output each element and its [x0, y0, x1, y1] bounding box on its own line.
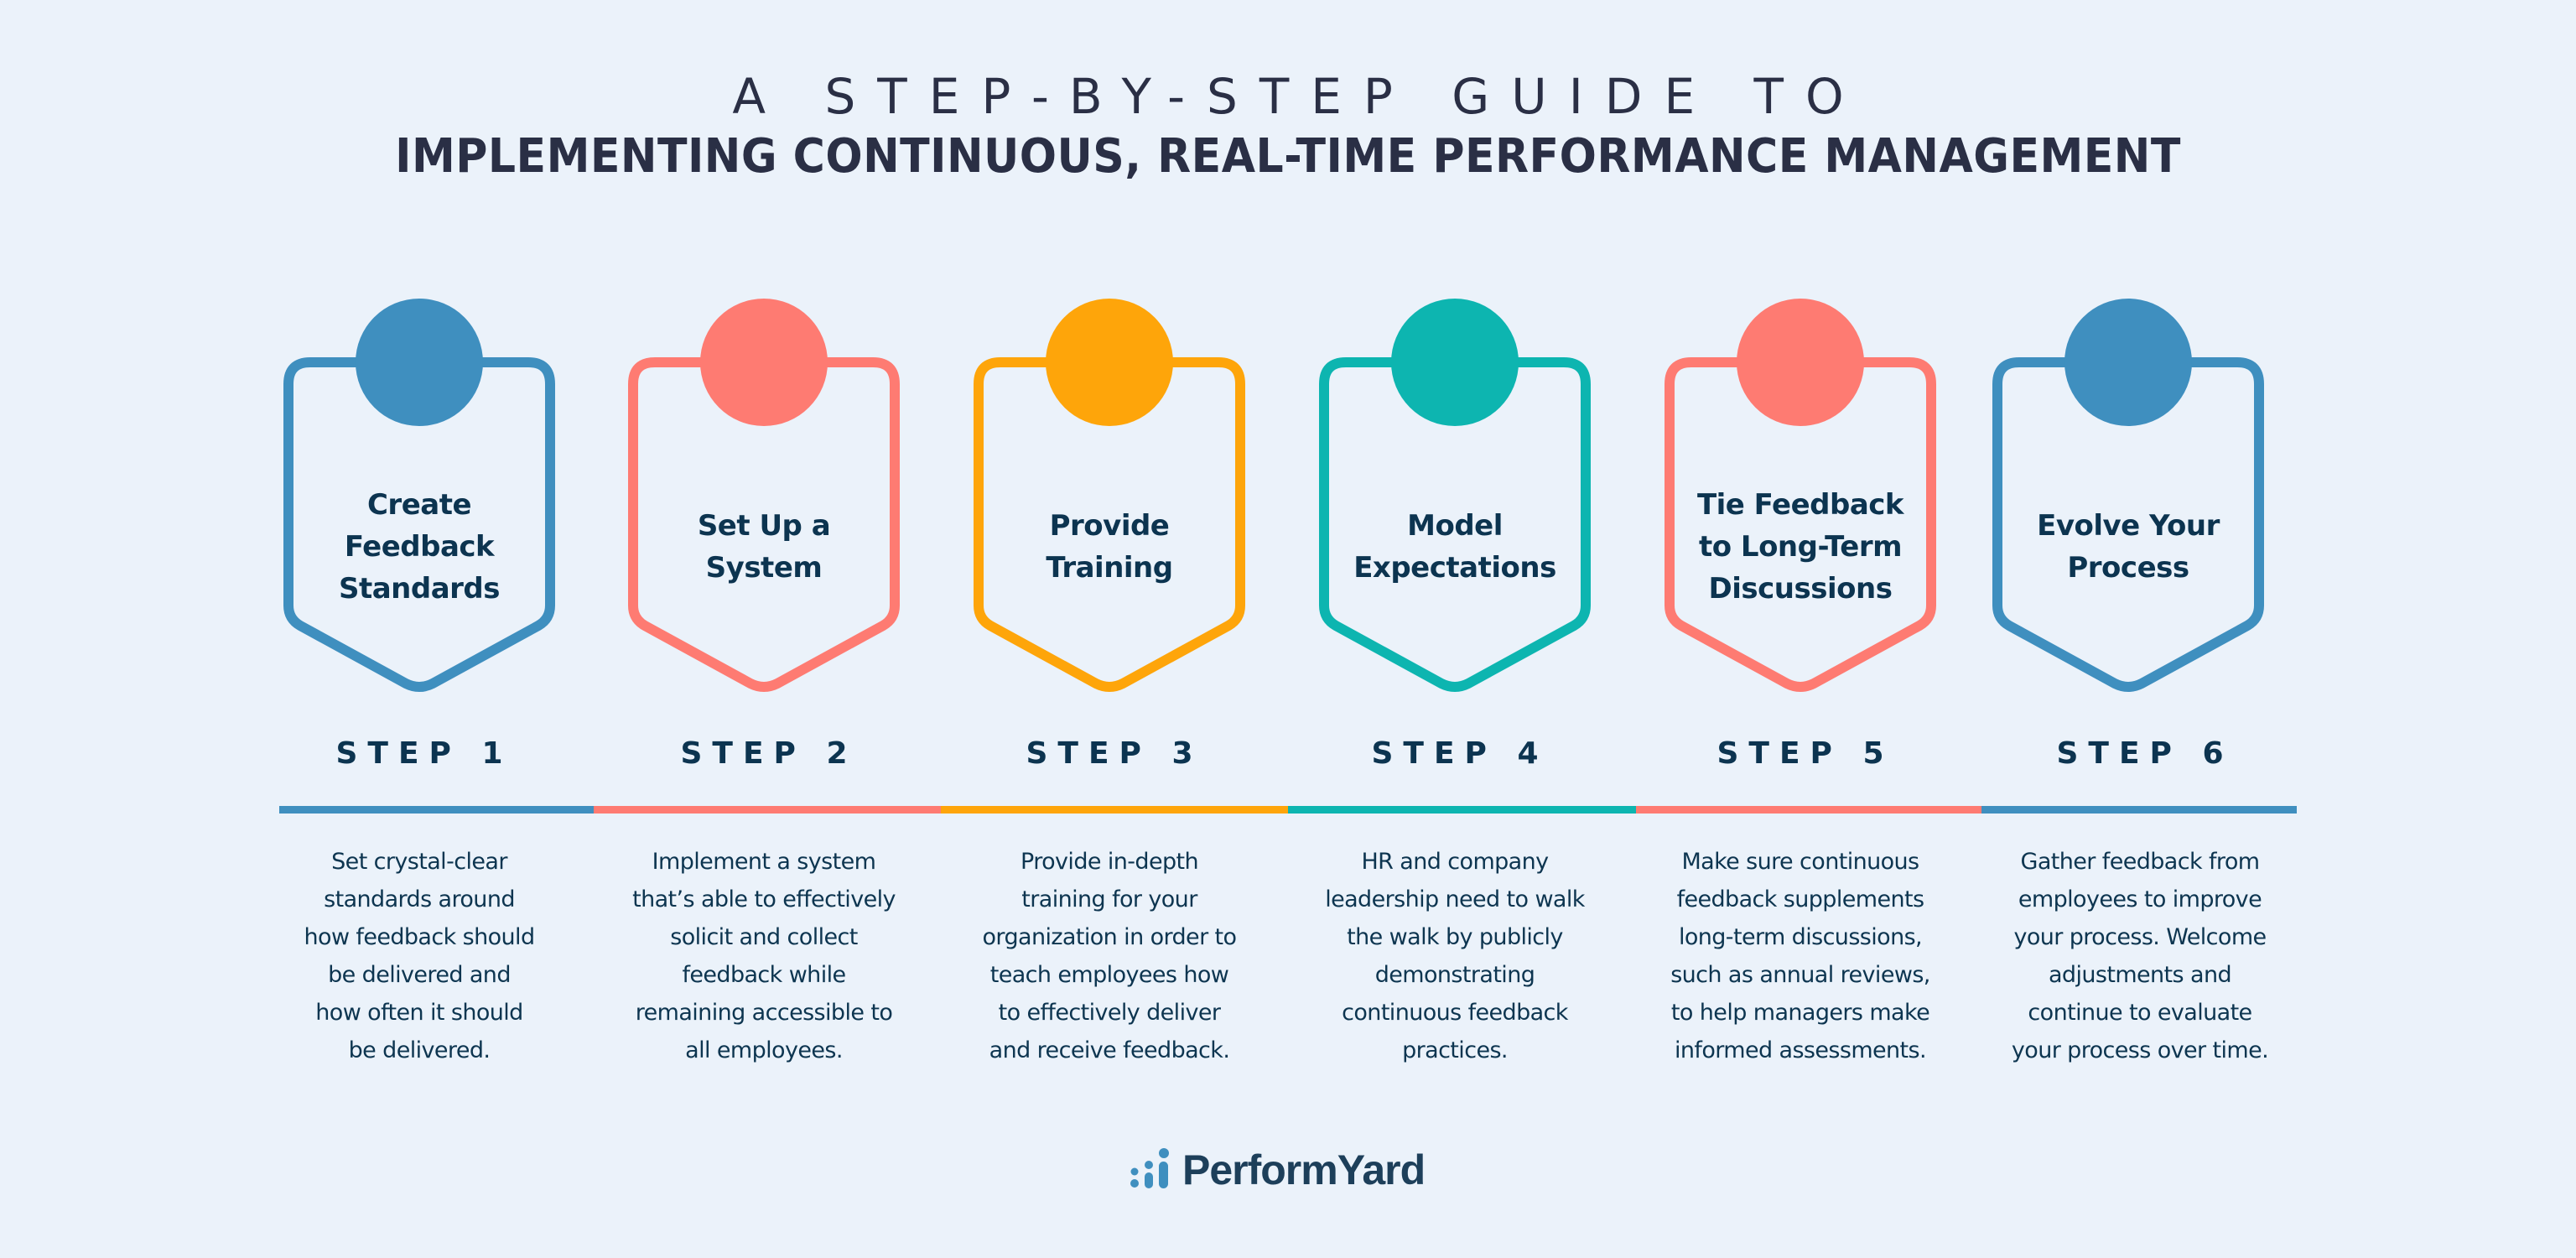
step-card-6: Evolve Your Process	[1986, 295, 2271, 706]
pentagon-badge-shape	[1992, 299, 2264, 692]
step-circle-icon	[700, 299, 828, 426]
step-circle-icon	[1391, 299, 1519, 426]
pentagon-badge-shape	[1319, 299, 1591, 692]
step-description-1: Set crystal-clear standards around how f…	[304, 849, 536, 1063]
step-card-2: Set Up a System	[621, 295, 906, 706]
page-title: IMPLEMENTING CONTINUOUS, REAL-TIME PERFO…	[395, 129, 2181, 184]
step-description-5: Make sure continuous feedback supplement…	[1670, 849, 1930, 1063]
step-title: Evolve Your Process	[2037, 509, 2220, 585]
rule-segment-5	[1636, 806, 1981, 814]
step-card-5: Tie Feedback to Long-Term Discussions	[1658, 295, 1943, 706]
people-bars-icon	[1130, 1147, 1174, 1193]
step-description-6: Gather feedback from employees to improv…	[2011, 849, 2269, 1063]
step-description-3: Provide in-depth training for your organ…	[982, 849, 1238, 1063]
step-circle-icon	[2064, 299, 2192, 426]
step-label-5: STEP 5	[1716, 736, 1894, 771]
logo-wordmark: PerformYard	[1182, 1146, 1426, 1193]
step-circle-icon	[1046, 299, 1173, 426]
step-label-6: STEP 6	[2056, 736, 2234, 771]
step-card-1: Create Feedback Standards	[277, 295, 562, 706]
step-label-2: STEP 2	[680, 736, 858, 771]
title-kicker: A STEP-BY-STEP GUIDE TO	[732, 68, 1866, 125]
pentagon-badge-shape	[1665, 299, 1936, 692]
step-label-3: STEP 3	[1026, 736, 1203, 771]
step-title: Tie Feedback to Long-Term Discussions	[1696, 488, 1904, 606]
rule-segment-4	[1288, 806, 1636, 814]
rule-segment-2	[594, 806, 941, 814]
rule-segment-3	[941, 806, 1288, 814]
pentagon-badge-shape	[283, 299, 555, 692]
step-description-2: Implement a system that’s able to effect…	[632, 849, 896, 1063]
pentagon-badge-shape	[628, 299, 900, 692]
performyard-logo: PerformYard	[1130, 1145, 1426, 1195]
rule-segment-6	[1981, 806, 2297, 814]
step-description-4: HR and company leadership need to walk t…	[1325, 849, 1585, 1063]
step-title: Provide Training	[1046, 509, 1173, 585]
step-title: Set Up a System	[697, 509, 831, 585]
step-circle-icon	[356, 299, 483, 426]
step-circle-icon	[1737, 299, 1864, 426]
step-label-1: STEP 1	[335, 736, 513, 771]
step-label-4: STEP 4	[1371, 736, 1549, 771]
step-card-3: Provide Training	[967, 295, 1252, 706]
step-title: Model Expectations	[1353, 509, 1556, 585]
step-title: Create Feedback Standards	[338, 488, 501, 606]
pentagon-badge-shape	[974, 299, 1245, 692]
rule-segment-1	[279, 806, 594, 814]
step-card-4: Model Expectations	[1312, 295, 1597, 706]
